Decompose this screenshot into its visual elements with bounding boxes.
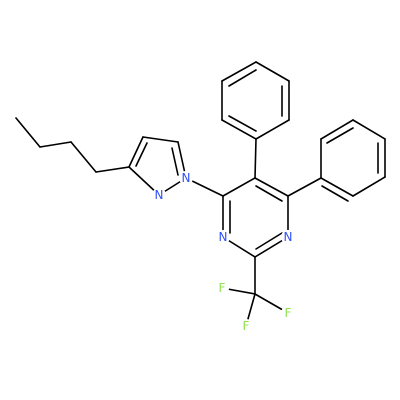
atom-pyrimidine-n1: N [284,230,293,244]
atom-pyrazole-n1: N [182,171,191,185]
bond-butyl-3 [70,141,97,173]
atom-fluorine-1: F [219,281,226,295]
bond-pyrimidine-c4-c5 [222,177,256,197]
atom-pyrazole-n2: N [155,188,164,202]
bond-pyrazole-c3-c4 [128,136,144,168]
bond-pyrimidine-c5-c6 [254,177,289,197]
bond-phenyl-right-4 [352,119,386,140]
bond-butyl-1 [15,117,41,148]
bond-phenyl-top-6 [221,119,257,140]
bond-pyrimidine-c5-c6-inner [255,185,283,202]
bonds [15,61,386,327]
atom-fluorine-3: F [243,319,250,333]
atom-pyrimidine-n3: N [219,230,228,244]
bond-phenyl-right-2 [352,176,386,197]
bond-phenyl-top-6-inner [228,115,257,132]
atom-fluorine-2: F [285,306,292,320]
bond-butyl-4 [95,166,130,173]
bond-butyl-2 [39,141,72,148]
bond-c5-phenyl-top [254,138,257,179]
bond-phenyl-right-1-inner [321,185,349,202]
bond-phenyl-right-1 [320,177,354,197]
bond-phenyl-top-3 [255,61,290,82]
bond-phenyl-right-5-inner [326,127,354,144]
bond-phenyl-top-1 [255,119,290,140]
bond-pyrazole-c3-c4-inner [135,142,148,167]
atom-labels: N N N N F F F [152,171,295,333]
bond-phenyl-top-4 [221,61,257,82]
bond-pyrazole-c5-n1-inner [171,147,179,176]
bond-pyrimidine-n1-c2-inner [255,232,283,250]
bond-phenyl-right-5 [320,119,354,140]
bond-phenyl-top-4-inner [228,69,257,87]
bond-pyrazole-c4-c5 [142,136,179,143]
bond-c6-phenyl-right [287,177,322,197]
